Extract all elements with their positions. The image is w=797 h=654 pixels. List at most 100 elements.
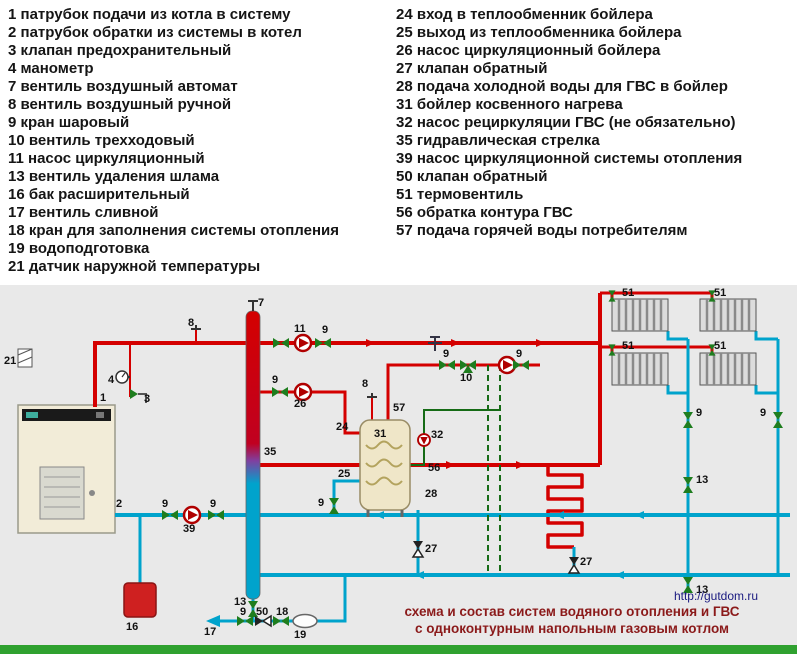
component-number-label: 9 [322,324,328,336]
component-number-label: 11 [294,323,306,335]
component-number-label: 35 [264,446,276,458]
legend-item: 50 клапан обратный [396,168,548,185]
component-number-label: 7 [258,297,264,309]
pump-32-icon [417,433,431,447]
legend-item: 28 подача холодной воды для ГВС в бойлер [396,78,728,95]
component-number-label: 4 [108,374,115,386]
diagram-labels: 21 14 3 8 7 11 9 9 26 8 57 31 24 25 9 35 9 10 9 32 56 28 27 2 9 3… [4,287,766,641]
pump-11-icon [293,333,313,353]
component-number-label: 21 [4,355,16,367]
legend-item: 1 патрубок подачи из котла в систему [8,6,291,23]
manometer-icon [115,370,130,384]
component-number-label: 51 [622,287,634,299]
component-number-label: 39 [183,523,195,535]
legend-item: 2 патрубок обратки из системы в котел [8,24,302,41]
caption-line-1: схема и состав систем водяного отопления… [404,604,740,619]
legend-item: 19 водоподготовка [8,240,150,257]
component-number-label: 8 [362,378,368,390]
component-number-label: 8 [188,317,194,329]
component-number-label: 17 [204,626,216,638]
legend-item: 35 гидравлическая стрелка [396,132,600,149]
legend-item: 26 насос циркуляционный бойлера [396,42,661,59]
legend-item: 17 вентиль сливной [8,204,159,221]
component-number-label: 9 [318,497,324,509]
component-number-label: 31 [374,428,386,440]
drain-arrow-icon [206,615,220,627]
component-number-label: 9 [162,498,168,510]
legend-item: 51 термовентиль [396,186,524,203]
component-number-label: 28 [425,488,437,500]
footer-bar [0,645,797,654]
indirect-boiler-tank [359,419,411,517]
component-number-label: 9 [760,407,766,419]
tank-coil [365,440,403,486]
legend-item: 27 клапан обратный [396,60,548,77]
legend-item: 56 обратка контура ГВС [396,204,573,221]
legend-item: 25 выход из теплообменника бойлера [396,24,682,41]
component-number-label: 9 [516,348,522,360]
gas-boiler [17,404,116,534]
component-number-label: 32 [431,429,443,441]
component-number-label: 1 [100,392,106,404]
component-number-label: 57 [393,402,405,414]
caption-block: http://gutdom.ru схема и состав систем в… [356,589,788,637]
caption-line-2: с одноконтурным напольным газовым котлом [414,621,730,636]
component-number-label: 10 [460,372,472,384]
legend-item: 11 насос циркуляционный [8,150,205,167]
component-number-label: 3 [144,393,150,405]
legend-item: 31 бойлер косвенного нагрева [396,96,623,113]
legend-item: 3 клапан предохранительный [8,42,232,59]
radiator [698,351,758,387]
legend-item: 57 подача горячей воды потребителям [396,222,688,239]
pump-39-icon [182,505,202,525]
component-number-label: 56 [428,462,440,474]
legend-item: 8 вентиль воздушный ручной [8,96,232,113]
component-number-label: 24 [336,421,349,433]
component-number-label: 51 [714,340,726,352]
legend-item: 18 кран для заполнения системы отопления [8,222,339,239]
dhw-pump-icon [497,355,517,375]
legend-item: 13 вентиль удаления шлама [8,168,220,185]
component-number-label: 25 [338,468,350,480]
component-number-label: 9 [696,407,702,419]
component-number-label: 51 [714,287,726,299]
schematic-diagram: 21 14 3 8 7 11 9 9 26 8 57 31 24 25 9 35 9 10 9 32 56 28 27 2 9 3… [0,285,797,645]
faucet-icon [428,336,442,351]
component-number-label: 9 [240,606,246,618]
component-number-label: 27 [580,556,592,568]
legend-item: 24 вход в теплообменник бойлера [396,6,653,23]
legend-item: 16 бак расширительный [8,186,190,203]
legend-item: 9 кран шаровый [8,114,130,131]
component-number-label: 50 [256,606,268,618]
component-number-label: 9 [210,498,216,510]
air-vent-icons [191,325,377,398]
heating-coil [546,465,584,549]
expansion-tank [123,582,157,618]
source-url[interactable]: http://gutdom.ru [673,589,758,603]
radiator [698,297,758,333]
water-treatment-icon [292,613,318,629]
legend-item: 21 датчик наружной температуры [8,258,261,275]
component-number-label: 26 [294,398,306,410]
component-number-label: 2 [116,498,122,510]
component-number-label: 13 [696,474,708,486]
component-number-label: 9 [272,374,278,386]
safety-valve-icon [130,389,147,403]
component-number-label: 27 [425,543,437,555]
component-number-label: 51 [622,340,634,352]
hydraulic-separator [245,300,261,600]
component-number-label: 18 [276,606,288,618]
component-number-label: 16 [126,621,138,633]
dhw-dashed-lines [487,365,501,575]
component-number-label: 13 [234,596,246,608]
component-number-label: 19 [294,629,306,641]
component-number-label: 9 [443,348,449,360]
legend-item: 10 вентиль трехходовый [8,132,195,149]
legend-item: 32 насос рециркуляции ГВС (не обязательн… [396,114,736,131]
component-number-label: 13 [696,584,708,596]
legend-item: 39 насос циркуляционной системы отоплени… [396,150,743,167]
